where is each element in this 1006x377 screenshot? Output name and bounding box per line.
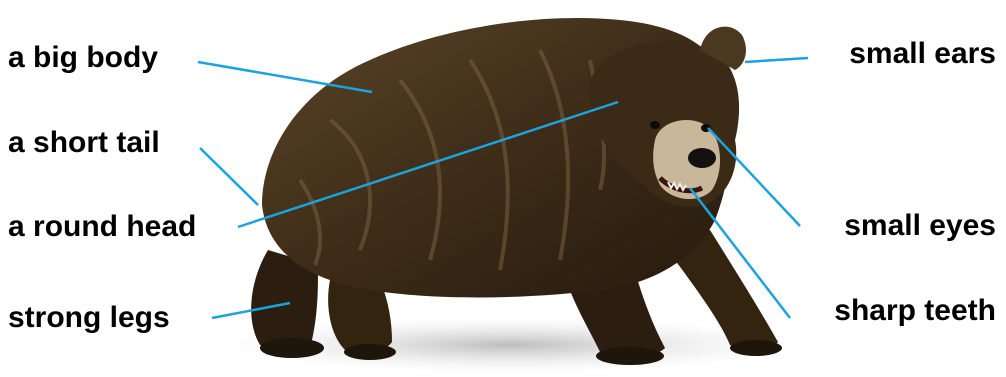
label-small-ears: small ears [849,37,996,70]
label-round-head: a round head [8,210,196,243]
leader-line-short-tail [200,148,258,205]
label-short-tail: a short tail [8,126,160,159]
bear-eye [650,121,660,129]
bear-paw-3 [596,347,664,365]
bear-illustration [251,18,782,365]
leader-line-small-ears [745,58,808,62]
label-sharp-teeth: sharp teeth [834,294,996,327]
label-strong-legs: strong legs [8,301,170,334]
bear-nose [688,148,716,168]
bear-paw [260,338,324,358]
bear-paw-2 [344,344,396,360]
bear-paw-4 [730,340,782,356]
label-big-body: a big body [8,41,158,74]
label-small-eyes: small eyes [844,209,996,242]
